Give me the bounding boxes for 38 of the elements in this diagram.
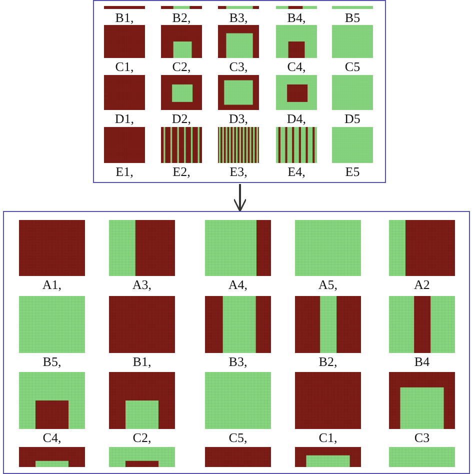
figure-label: B2,	[318, 355, 338, 368]
figure-label: A4,	[227, 278, 249, 291]
figure-label: A3,	[131, 278, 153, 291]
figure-label: C3,	[228, 60, 249, 73]
figure-label: C5	[344, 60, 362, 73]
figure-label: A5,	[317, 278, 339, 291]
figure-label: D2,	[170, 112, 192, 125]
figure-label: E4,	[286, 165, 306, 178]
arrow	[233, 184, 247, 212]
figure-label: B1,	[132, 355, 152, 368]
figure-label: C4,	[42, 431, 62, 444]
figure-label: C5,	[228, 431, 248, 444]
figure-label: B3,	[228, 11, 249, 24]
figure-label: B5,	[42, 355, 62, 368]
figure-label: C4,	[286, 60, 307, 73]
figure-label: E5	[344, 165, 361, 178]
figure-label: A2	[413, 278, 431, 291]
figure-label: C2,	[132, 431, 152, 444]
figure-label: B2,	[171, 11, 192, 24]
figure-label: D4,	[286, 112, 308, 125]
figure-label: E1,	[114, 165, 134, 178]
figure-label: C1,	[114, 60, 135, 73]
figure-label: E2,	[172, 165, 192, 178]
figure-label: C2,	[171, 60, 192, 73]
figure-label: B3,	[228, 355, 248, 368]
figure-label: A1,	[41, 278, 63, 291]
figure-label: E3,	[228, 165, 248, 178]
figure-label: C1,	[318, 431, 338, 444]
panel-frame	[93, 0, 386, 183]
figure-label: D3,	[228, 112, 250, 125]
figure-label: B4,	[286, 11, 307, 24]
figure-label: B5	[344, 11, 362, 24]
figure-label: D5	[344, 112, 362, 125]
figure-label: C3	[413, 431, 431, 444]
figure-label: B4	[413, 355, 431, 368]
panel-frame	[3, 211, 470, 474]
figure-label: D1,	[114, 112, 136, 125]
figure-label: B1,	[114, 11, 135, 24]
